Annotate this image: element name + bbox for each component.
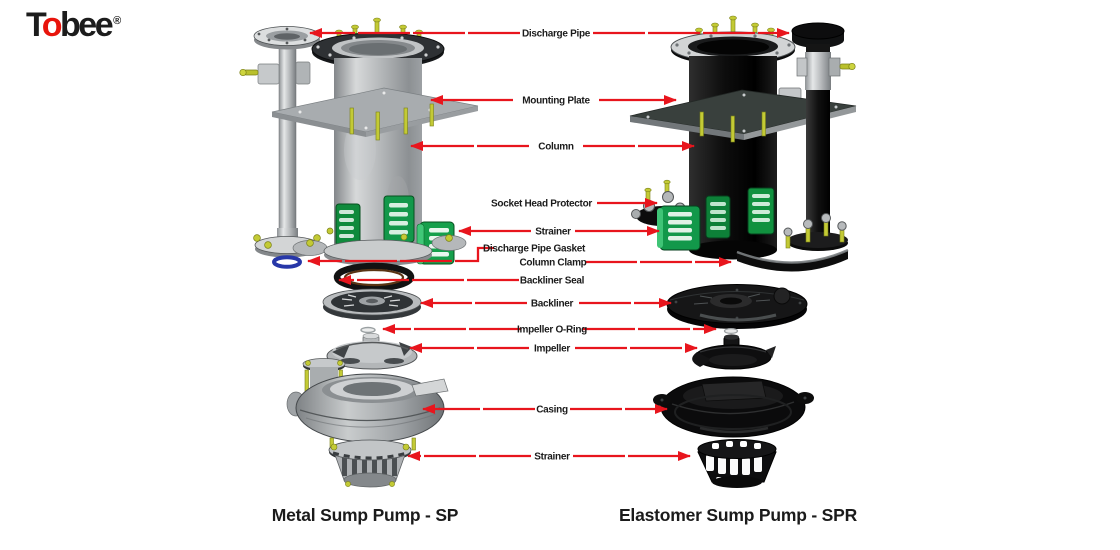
elastomer-backliner — [666, 284, 808, 329]
metal-backliner — [322, 288, 422, 320]
label-impeller-oring: Impeller O-Ring — [517, 325, 587, 336]
label-strainer-bottom: Strainer — [534, 452, 570, 463]
label-mounting-plate: Mounting Plate — [522, 96, 590, 107]
metal-strainer — [328, 439, 412, 488]
metal-impeller — [326, 332, 418, 370]
elastomer-discharge-pipe — [788, 22, 856, 251]
label-casing: Casing — [536, 405, 568, 416]
elastomer-column-strainer-panels — [657, 187, 775, 251]
metal-impeller-oring — [360, 326, 376, 334]
logo-text-bee: bee — [60, 6, 114, 44]
caption-elastomer-sump-pump: Elastomer Sump Pump - SPR — [619, 505, 858, 525]
metal-casing — [286, 358, 449, 456]
label-discharge-pipe-gasket: Discharge Pipe Gasket — [483, 244, 586, 255]
callouts: Discharge Pipe Mounting Plate Column Soc… — [307, 28, 790, 463]
elastomer-impeller-oring — [723, 327, 739, 335]
label-impeller: Impeller — [534, 344, 570, 355]
logo-text-t: T — [26, 6, 44, 44]
registered-mark: ® — [113, 14, 122, 27]
label-discharge-pipe: Discharge Pipe — [522, 29, 591, 40]
caption-metal-sump-pump: Metal Sump Pump - SP — [272, 505, 459, 525]
label-socket-head-protector: Socket Head Protector — [491, 199, 592, 210]
arrow-discharge-pipe-gasket — [307, 246, 494, 266]
metal-discharge-pipe — [239, 26, 321, 258]
metal-mounting-plate — [271, 87, 479, 141]
label-backliner-seal: Backliner Seal — [520, 276, 585, 287]
logo-text-o: o — [41, 6, 63, 44]
metal-discharge-pipe-gasket — [272, 255, 302, 269]
metal-column-strainer-panels — [335, 195, 415, 247]
elastomer-impeller — [692, 334, 776, 370]
elastomer-sump-pump-illustration — [629, 15, 857, 488]
metal-backliner-seal — [333, 262, 415, 292]
metal-sump-pump-illustration — [239, 17, 479, 488]
label-column: Column — [538, 142, 574, 153]
elastomer-strainer — [697, 439, 777, 488]
label-column-clamp: Column Clamp — [520, 258, 587, 269]
tobee-logo: Tobee® — [26, 8, 121, 42]
elastomer-column — [670, 15, 805, 260]
elastomer-column-clamp — [736, 213, 849, 272]
label-strainer-top: Strainer — [535, 227, 571, 238]
label-backliner: Backliner — [531, 299, 574, 310]
elastomer-casing — [653, 376, 814, 438]
